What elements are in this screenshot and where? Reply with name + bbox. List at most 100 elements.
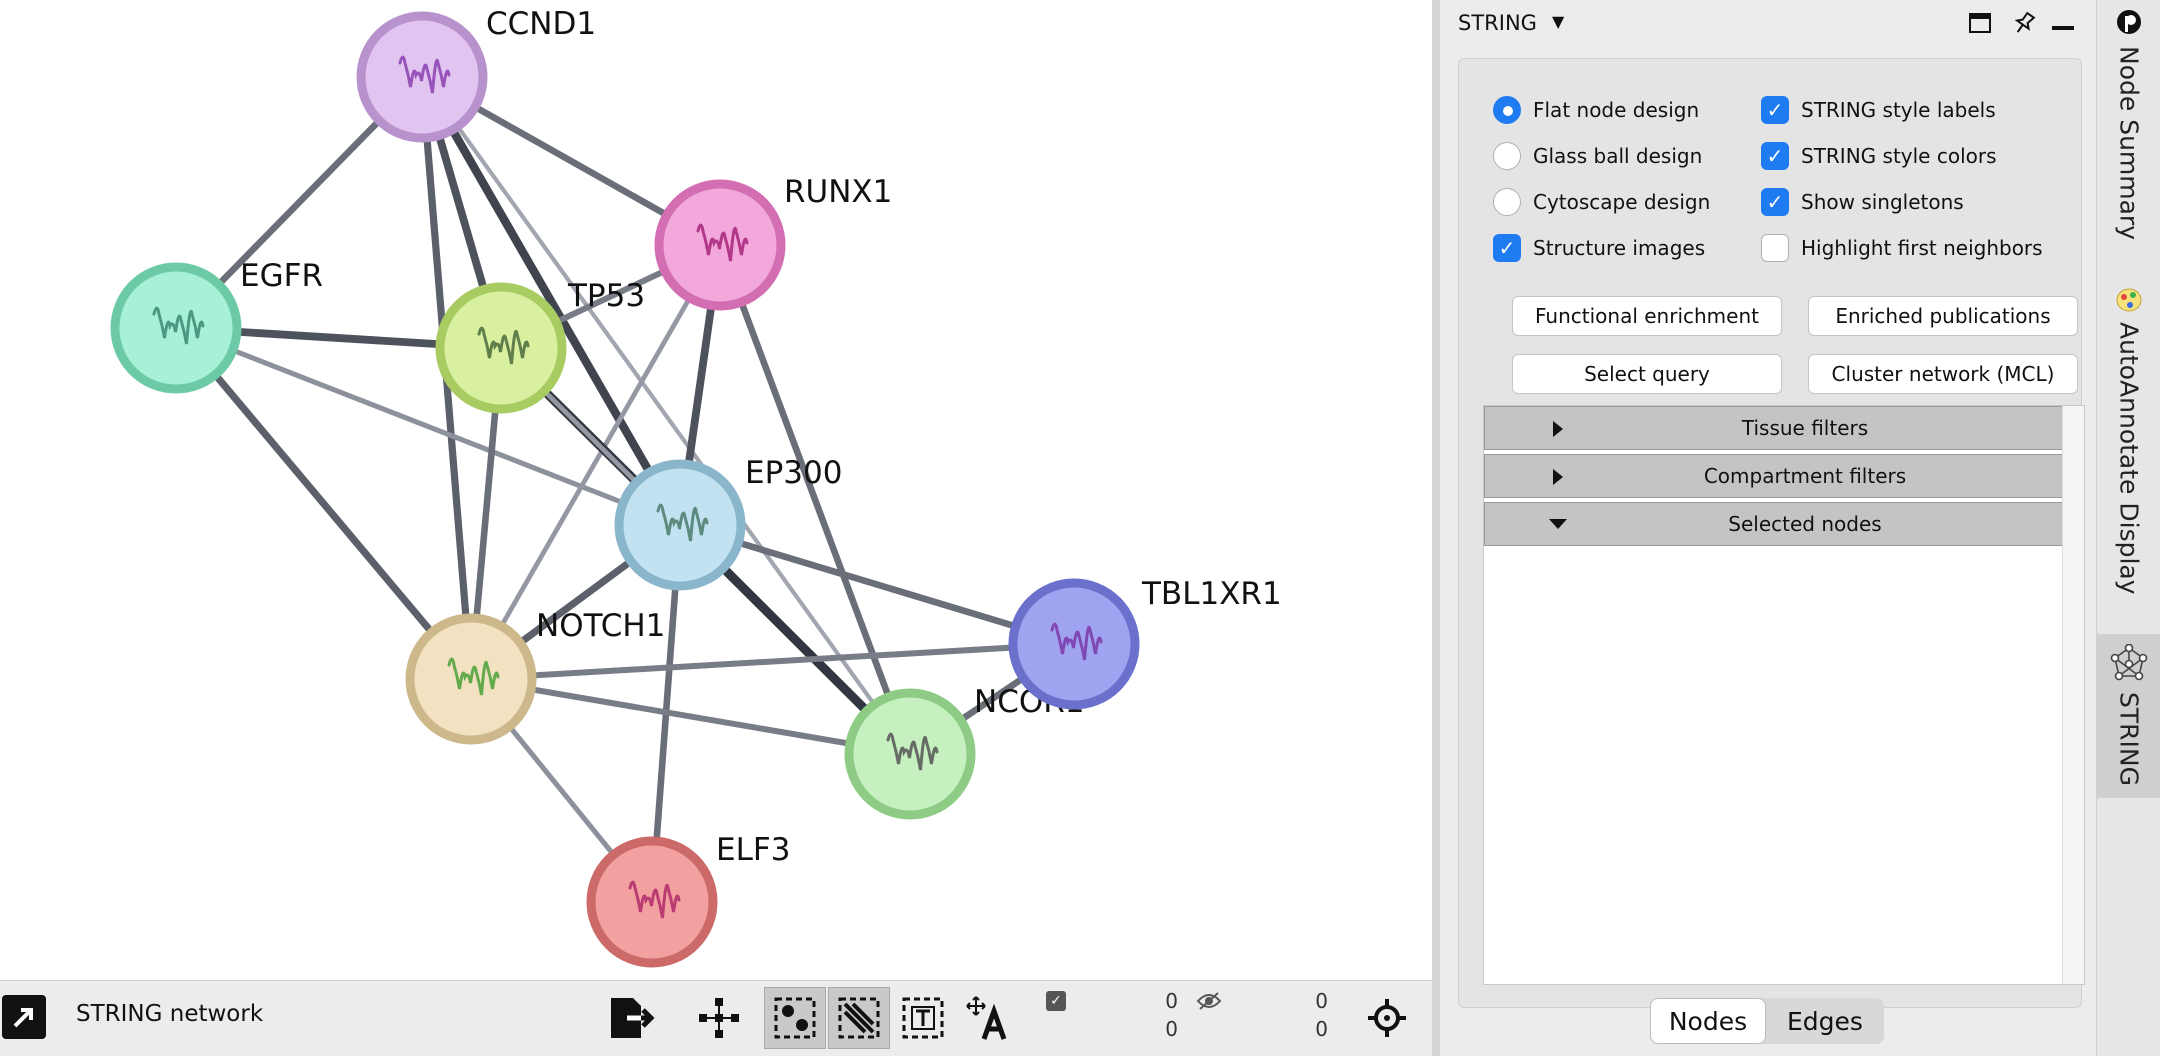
selected-nodes-label: Selected nodes <box>1728 512 1882 536</box>
select-nodes-icon <box>774 997 816 1039</box>
side-dock: Node Summary AutoAnnotate Display STRING <box>2096 0 2160 1056</box>
checkbox-string-style-colors[interactable]: ✓ <box>1761 142 1789 170</box>
network-title: STRING network <box>76 1001 264 1027</box>
checkbox-highlight-first-neighbors[interactable] <box>1761 234 1789 262</box>
panel-title[interactable]: STRING <box>1458 11 1537 35</box>
cluster-network-button[interactable]: Cluster network (MCL) <box>1808 354 2078 394</box>
option-cytoscape-design[interactable]: Cytoscape design <box>1493 185 1710 219</box>
tab-nodes[interactable]: Nodes <box>1650 998 1766 1044</box>
checkbox-structure-images[interactable]: ✓ <box>1493 234 1521 262</box>
select-nodes-toggle[interactable] <box>764 987 826 1049</box>
edge-runx1-ncor1[interactable] <box>716 243 914 756</box>
node-label-runx1: RUNX1 <box>784 174 892 210</box>
option-label: Structure images <box>1533 236 1706 260</box>
network-view[interactable]: CCND1RUNX1EGFRTP53EP300TBL1XR1NOTCH1NCOR… <box>0 0 1432 980</box>
protein-structure-icon <box>656 503 709 542</box>
select-edges-icon <box>838 997 880 1039</box>
node-ccnd1[interactable] <box>356 11 488 143</box>
node-tp53[interactable] <box>435 282 567 414</box>
option-label: Highlight first neighbors <box>1801 236 2043 260</box>
edge-egfr-ep300[interactable] <box>175 325 681 528</box>
panel-splitter[interactable] <box>1432 0 1440 1056</box>
selected-edges-count: 0 <box>1165 1017 1178 1041</box>
dock-tab-string[interactable]: STRING <box>2097 634 2160 798</box>
node-summary-icon <box>2117 10 2141 34</box>
option-highlight-first-neighbors[interactable]: Highlight first neighbors <box>1761 231 2043 265</box>
select-edges-toggle[interactable] <box>828 987 890 1049</box>
node-ep300[interactable] <box>614 459 746 591</box>
selected-nodes-count: 0 <box>1165 989 1178 1013</box>
tissue-filters-label: Tissue filters <box>1741 416 1869 440</box>
edge-egfr-notch1[interactable] <box>173 325 474 682</box>
minimize-icon[interactable] <box>2052 26 2074 30</box>
select-query-button[interactable]: Select query <box>1512 354 1782 394</box>
dock-tab-node-summary[interactable]: Node Summary <box>2097 8 2160 278</box>
triangle-right-icon <box>1553 421 1563 437</box>
node-runx1[interactable] <box>654 179 786 311</box>
move-label-icon <box>966 996 1007 1040</box>
checkbox-string-style-labels[interactable]: ✓ <box>1761 96 1789 124</box>
float-window-icon[interactable] <box>1968 12 1992 34</box>
node-summary-label: Node Summary <box>2114 46 2144 241</box>
option-structure-images[interactable]: ✓ Structure images <box>1493 231 1705 265</box>
string-dock-label: STRING <box>2114 692 2144 786</box>
fit-view-button[interactable] <box>1356 987 1418 1049</box>
node-elf3[interactable] <box>586 836 718 968</box>
export-icon <box>611 998 655 1038</box>
hidden-eye-icon <box>1196 992 1222 1010</box>
enriched-publications-button[interactable]: Enriched publications <box>1808 296 2078 336</box>
protein-structure-icon <box>1050 622 1103 661</box>
radio-glass-ball-design[interactable] <box>1493 142 1521 170</box>
detach-network-button[interactable] <box>2 995 46 1039</box>
compartment-filters-header[interactable]: Compartment filters <box>1484 454 2064 498</box>
arrow-up-right-icon <box>13 1008 33 1028</box>
node-notch1[interactable] <box>405 613 537 745</box>
protein-structure-icon <box>398 55 451 94</box>
layout-button[interactable] <box>688 987 750 1049</box>
dock-tab-autoannotate[interactable]: AutoAnnotate Display <box>2097 286 2160 626</box>
filters-area: Tissue filters Compartment filters Selec… <box>1483 405 2085 985</box>
tissue-filters-header[interactable]: Tissue filters <box>1484 406 2064 450</box>
edge-notch1-tbl1xr1[interactable] <box>470 641 1075 682</box>
protein-structure-icon <box>696 223 749 262</box>
filters-scrollbar[interactable] <box>2062 406 2084 984</box>
edge-ccnd1-ep300[interactable] <box>418 74 684 528</box>
option-label: STRING style labels <box>1801 98 1996 122</box>
hidden-nodes-count: 0 <box>1315 989 1328 1013</box>
selected-nodes-header[interactable]: Selected nodes <box>1484 502 2064 546</box>
checkbox-show-singletons[interactable]: ✓ <box>1761 188 1789 216</box>
radio-cytoscape-design[interactable] <box>1493 188 1521 216</box>
pin-icon[interactable] <box>2012 10 2036 36</box>
node-egfr[interactable] <box>110 262 242 394</box>
triangle-down-icon <box>1549 519 1567 529</box>
select-annotations-toggle[interactable] <box>892 987 954 1049</box>
edge-runx1-notch1[interactable] <box>468 243 723 681</box>
option-flat-node-design[interactable]: Flat node design <box>1493 93 1699 127</box>
option-glass-ball-design[interactable]: Glass ball design <box>1493 139 1702 173</box>
functional-enrichment-button[interactable]: Functional enrichment <box>1512 296 1782 336</box>
panel-menu-caret-icon[interactable]: ▼ <box>1552 12 1565 31</box>
move-labels-button[interactable] <box>958 987 1020 1049</box>
selected-count-icon: ✓ <box>1046 991 1066 1011</box>
edge-ep300-tbl1xr1[interactable] <box>679 521 1075 648</box>
edge-ccnd1-ncor1[interactable] <box>420 75 912 756</box>
option-string-style-colors[interactable]: ✓STRING style colors <box>1761 139 1997 173</box>
node-tbl1xr1[interactable] <box>1008 578 1140 710</box>
node-label-elf3: ELF3 <box>716 832 790 868</box>
option-string-style-labels[interactable]: ✓ STRING style labels <box>1761 93 1996 127</box>
option-label: Show singletons <box>1801 190 1964 214</box>
protein-structure-icon <box>152 306 205 345</box>
edge-notch1-ncor1[interactable] <box>470 676 911 757</box>
node-label-notch1: NOTCH1 <box>536 608 665 644</box>
nodes-edges-tabs: Nodes Edges <box>1650 998 1884 1044</box>
tab-edges[interactable]: Edges <box>1787 1006 1863 1036</box>
export-network-button[interactable] <box>600 987 662 1049</box>
node-label-ep300: EP300 <box>745 455 842 491</box>
panel-header: STRING ▼ <box>1440 0 2096 48</box>
node-ncor1[interactable] <box>844 688 976 820</box>
radio-flat-node-design[interactable] <box>1493 96 1521 124</box>
option-show-singletons[interactable]: ✓ Show singletons <box>1761 185 1964 219</box>
select-annotations-icon <box>902 997 944 1039</box>
